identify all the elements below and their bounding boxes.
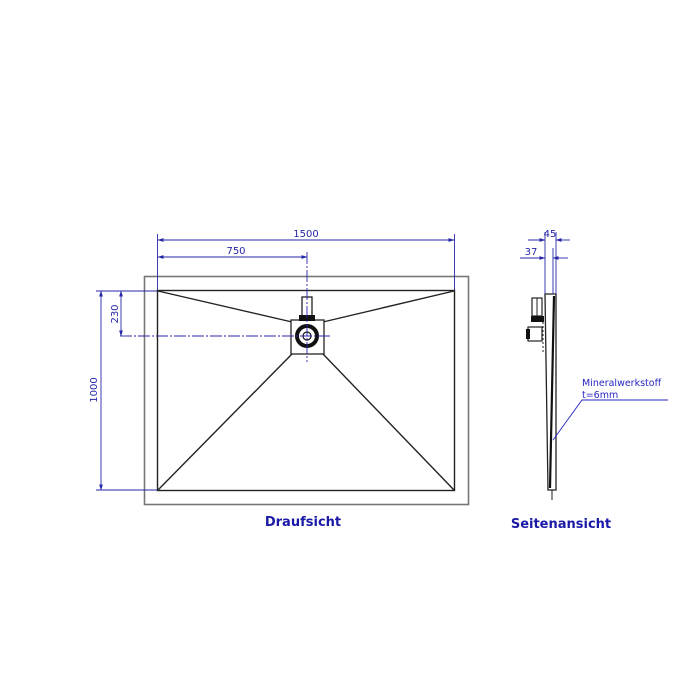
material-label: Mineralwerkstoff (582, 378, 662, 389)
drain-icon (290, 296, 325, 355)
top-view-title: Draufsicht (265, 515, 341, 530)
dimension-drain-offset-x: 750 (157, 246, 308, 259)
dimension-label-45: 45 (544, 229, 557, 240)
tray-inner-outline (156, 289, 456, 492)
side-view-title: Seitenansicht (511, 517, 611, 532)
dimension-depth-total: 1000 (89, 290, 157, 491)
dimension-label-37: 37 (525, 247, 538, 258)
dimension-label-1000: 1000 (89, 377, 100, 402)
slope-lines (157, 290, 455, 491)
centre-lines (120, 252, 330, 362)
dimension-heights: 45 37 (520, 229, 570, 294)
dimension-label-750: 750 (226, 246, 245, 257)
thickness-label: t=6mm (582, 390, 618, 401)
tray-outer-outline (143, 275, 470, 506)
side-view: 45 37 Mineralwerkstoff t=6mm Seitenansic… (511, 229, 668, 532)
dimension-width-total: 1500 (157, 229, 455, 290)
material-annotation: Mineralwerkstoff t=6mm (552, 378, 668, 441)
dimension-label-230: 230 (110, 304, 121, 323)
drain-fitting-icon (526, 297, 544, 352)
dimension-drain-offset-y: 230 (110, 290, 123, 337)
dimension-label-1500: 1500 (293, 229, 318, 240)
top-view: 1500 750 1000 230 Draufsicht (89, 229, 470, 530)
